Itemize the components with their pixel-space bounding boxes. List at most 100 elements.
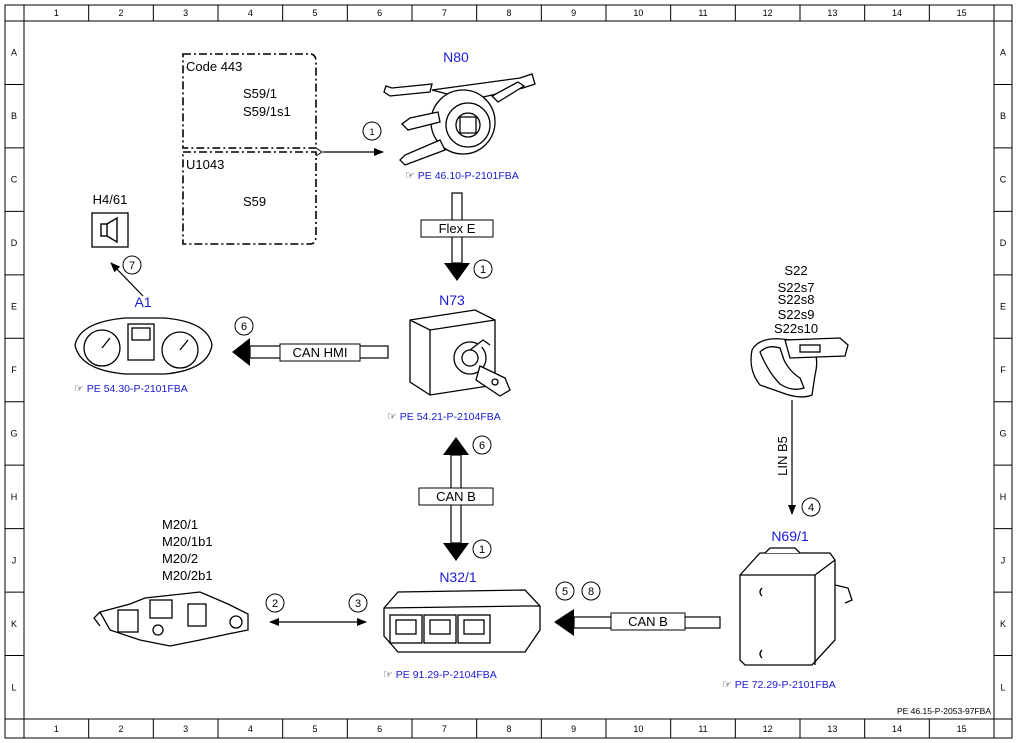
row-label: A — [1000, 48, 1006, 58]
row-label: H — [1000, 492, 1007, 502]
n80-component: N80 ☞ PE 46.10-P-2101FBA — [383, 49, 536, 182]
column-label: 5 — [312, 724, 317, 734]
reference-icon: ☞ — [405, 170, 415, 182]
code443-item: S59/1s1 — [243, 104, 291, 119]
n69-1-name: N69/1 — [771, 528, 809, 544]
column-label: 11 — [698, 724, 707, 734]
column-label: 10 — [633, 8, 643, 18]
row-label: G — [999, 428, 1006, 438]
column-labels: 1122334455667788991010111112121313141415… — [54, 8, 967, 734]
column-label: 3 — [183, 8, 188, 18]
row-label: H — [11, 492, 18, 502]
steering-column-switch-icon — [383, 73, 536, 166]
ignition-lock-icon — [409, 309, 511, 397]
svg-text:4: 4 — [808, 502, 814, 514]
reference-icon: ☞ — [74, 383, 84, 395]
reference-icon: ☞ — [387, 411, 397, 423]
row-label: D — [1000, 238, 1007, 248]
n32-1-reference: ☞ PE 91.29-P-2104FBA — [383, 669, 497, 681]
row-label: L — [11, 682, 16, 692]
callout: 1 — [362, 121, 382, 141]
flex-e-label: Flex E — [439, 221, 476, 236]
s22-label: S22s8 — [778, 292, 815, 307]
reference-icon: ☞ — [383, 669, 393, 681]
flex-e-bus: Flex E 1 — [420, 192, 494, 281]
callout: 6 — [241, 321, 247, 333]
column-label: 8 — [506, 724, 511, 734]
u1043-item: S59 — [243, 194, 266, 209]
row-label: J — [12, 555, 17, 565]
callout: 8 — [588, 586, 594, 598]
column-label: 2 — [118, 724, 123, 734]
row-label: B — [11, 111, 17, 121]
column-label: 15 — [957, 724, 967, 734]
control-unit-icon — [739, 547, 853, 666]
m20-label: M20/2b1 — [162, 568, 213, 583]
footer-code: PE 46.15-P-2053-97FBA — [897, 706, 991, 716]
row-label: D — [11, 238, 18, 248]
row-label: A — [11, 48, 17, 58]
column-label: 3 — [183, 724, 188, 734]
s22-label: S22s10 — [774, 321, 818, 336]
svg-text:1: 1 — [369, 127, 374, 137]
can-b-horizontal-bus: CAN B 5 8 — [554, 581, 721, 636]
n73-reference: ☞ PE 54.21-P-2104FBA — [387, 411, 501, 423]
arrow-a1-to-h4 — [110, 262, 144, 297]
n69-1-reference: ☞ PE 72.29-P-2101FBA — [722, 679, 836, 691]
s22-component: S22 S22s7 S22s8 S22s9 S22s10 — [750, 263, 849, 398]
row-label: F — [11, 365, 17, 375]
h4-61-component: H4/61 — [91, 192, 129, 248]
column-label: 13 — [827, 724, 837, 734]
m20-label: M20/1 — [162, 517, 198, 532]
row-label: F — [1000, 365, 1006, 375]
row-label: L — [1000, 682, 1005, 692]
callout: 2 — [265, 593, 285, 613]
a1-name: A1 — [134, 294, 151, 310]
column-label: 6 — [377, 724, 382, 734]
u1043-label: U1043 — [186, 157, 224, 172]
a1-component: A1 ☞ PE 54.30-P-2101FBA — [74, 294, 213, 395]
row-label: C — [11, 175, 18, 185]
column-label: 9 — [571, 724, 576, 734]
reference-icon: ☞ — [722, 679, 732, 691]
n80-reference: ☞ PE 46.10-P-2101FBA — [405, 170, 519, 182]
can-b-vertical-label: CAN B — [436, 489, 476, 504]
callout: 4 — [801, 497, 821, 517]
s22-label: S22s7 — [778, 280, 815, 295]
column-label: 4 — [248, 8, 253, 18]
column-label: 15 — [957, 8, 967, 18]
n32-1-component: N32/1 ☞ PE 91.29-P-2104FBA — [383, 569, 541, 681]
s22-label: S22 — [784, 263, 807, 278]
can-b-vertical-bus: CAN B 6 1 — [418, 435, 494, 561]
can-hmi-bus: CAN HMI 6 — [232, 316, 389, 366]
code-box: Code 443 S59/1 S59/1s1 U1043 S59 — [182, 53, 323, 245]
column-label: 12 — [763, 8, 773, 18]
s22-label: S22s9 — [778, 307, 815, 322]
seat-switch-icon — [750, 337, 849, 398]
column-label: 2 — [118, 8, 123, 18]
column-label: 7 — [442, 724, 447, 734]
callout: 1 — [479, 544, 485, 556]
column-label: 6 — [377, 8, 382, 18]
callout: 6 — [479, 440, 485, 452]
n69-1-component: N69/1 ☞ PE 72.29-P-2101FBA — [722, 528, 853, 691]
code443-item: S59/1 — [243, 86, 277, 101]
row-label: G — [10, 428, 17, 438]
row-ticks — [5, 83, 1012, 657]
svg-text:7: 7 — [129, 260, 135, 272]
column-label: 10 — [633, 724, 643, 734]
h4-61-name: H4/61 — [93, 192, 128, 207]
speaker-icon — [100, 216, 118, 244]
can-b-horizontal-label: CAN B — [628, 614, 668, 629]
column-label: 12 — [763, 724, 773, 734]
row-label: J — [1001, 555, 1006, 565]
column-label: 4 — [248, 724, 253, 734]
column-ticks — [88, 5, 930, 738]
column-label: 9 — [571, 8, 576, 18]
m20-label: M20/1b1 — [162, 534, 213, 549]
lin-b5-label: LIN B5 — [775, 436, 790, 476]
callout: 3 — [348, 593, 368, 613]
row-label: E — [1000, 302, 1006, 312]
callout: 5 — [562, 586, 568, 598]
